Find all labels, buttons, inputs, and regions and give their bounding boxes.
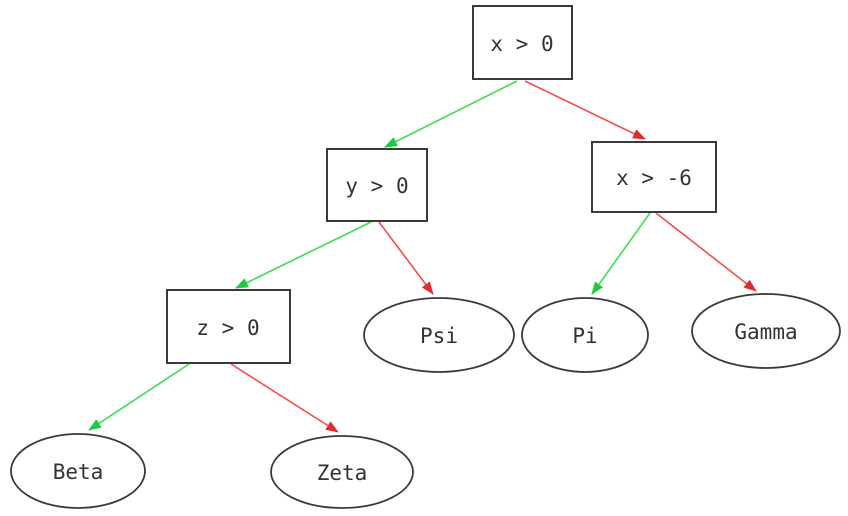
- leaf-zeta: Zeta: [270, 435, 414, 509]
- leaf-gamma: Gamma: [691, 293, 841, 369]
- leaf-zeta-label: Zeta: [317, 461, 368, 485]
- node-z-gt-0-box: [166, 289, 291, 364]
- node-x-gt-0: x > 0: [472, 5, 573, 80]
- leaf-psi-label: Psi: [420, 324, 458, 348]
- edge-z0-to-beta-true: [88, 363, 190, 431]
- node-x-gt-neg6-label: x > -6: [616, 166, 692, 190]
- edge-xm6-to-gamma-false: [655, 212, 757, 292]
- leaf-beta-ellipse: [10, 433, 146, 509]
- node-x-gt-neg6-box: [591, 141, 717, 213]
- node-y-gt-0-box: [326, 148, 428, 222]
- node-x-gt-0-box: [472, 5, 573, 80]
- leaf-psi-ellipse: [363, 297, 515, 373]
- leaf-pi-label: Pi: [572, 324, 597, 348]
- node-x-gt-neg6: x > -6: [591, 141, 717, 213]
- edge-root-to-xm6-false: [524, 80, 646, 140]
- leaf-gamma-ellipse: [691, 293, 841, 369]
- leaf-psi: Psi: [363, 297, 515, 373]
- node-z-gt-0-label: z > 0: [196, 316, 259, 340]
- node-z-gt-0: z > 0: [166, 289, 291, 364]
- leaf-pi: Pi: [521, 297, 649, 373]
- edge-root-to-y0-true: [384, 80, 518, 148]
- leaf-pi-ellipse: [521, 297, 649, 373]
- node-y-gt-0: y > 0: [326, 148, 428, 222]
- leaf-beta: Beta: [10, 433, 146, 509]
- edges: [88, 80, 757, 433]
- edge-z0-to-zeta-false: [230, 363, 339, 433]
- edge-xm6-to-pi-true: [591, 212, 651, 295]
- edge-y0-to-psi-false: [378, 221, 434, 295]
- leaf-gamma-label: Gamma: [734, 320, 797, 344]
- edge-y0-to-z0-true: [235, 221, 372, 289]
- leaf-beta-label: Beta: [53, 460, 104, 484]
- node-x-gt-0-label: x > 0: [490, 32, 553, 56]
- leaf-zeta-ellipse: [270, 435, 414, 509]
- node-y-gt-0-label: y > 0: [345, 174, 408, 198]
